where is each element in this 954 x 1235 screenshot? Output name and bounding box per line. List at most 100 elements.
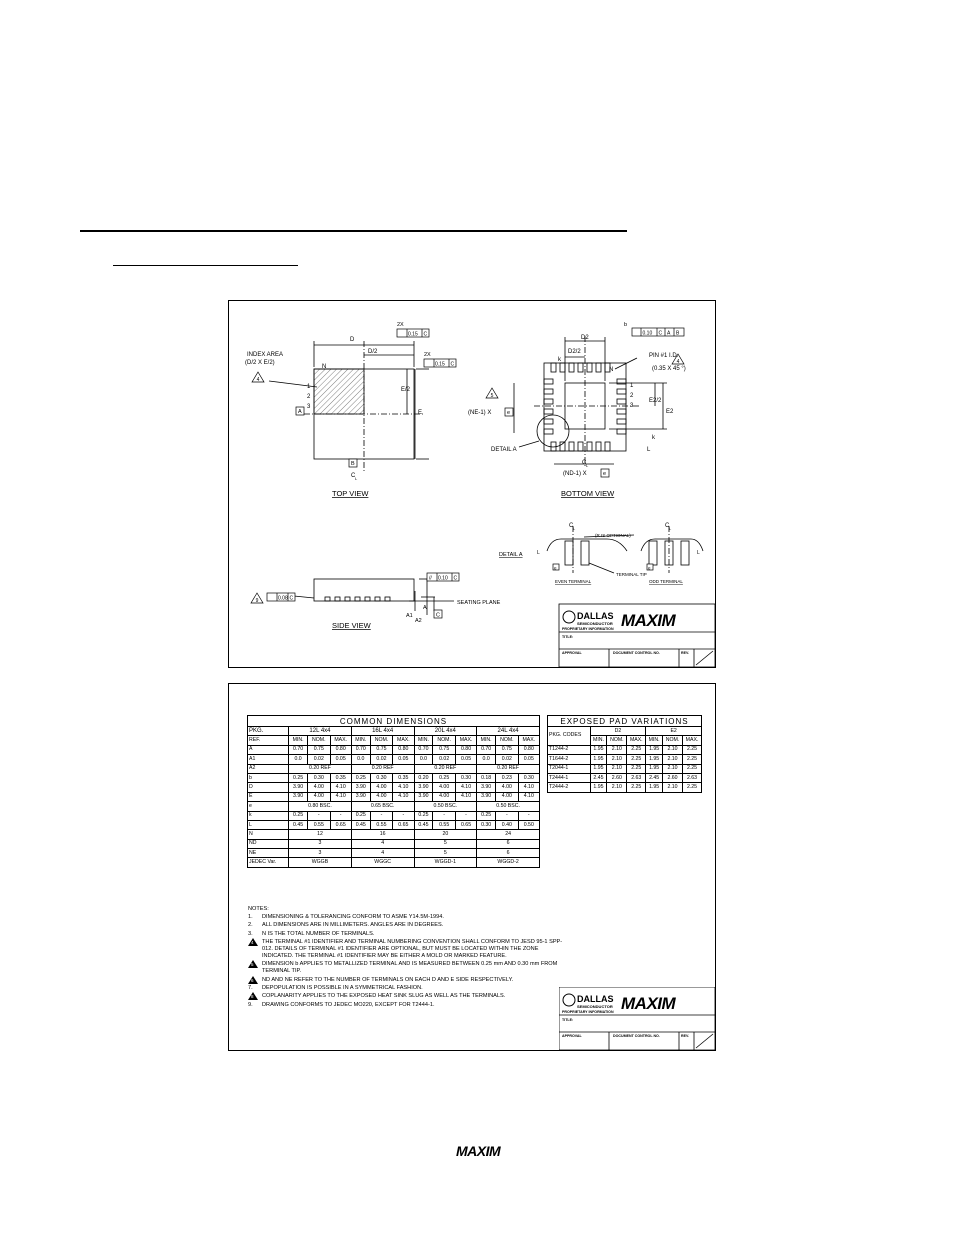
dallas-logo-icon [562, 610, 576, 624]
index-area-sub: (D/2 X E/2) [245, 360, 275, 366]
table-title-row: COMMON DIMENSIONS [247, 715, 540, 727]
note9-triangle [250, 592, 264, 604]
pin1-id-label: PIN #1 I.D. [649, 353, 679, 359]
table-cell: 2.63 [626, 772, 647, 784]
table-cell: 0.25 [288, 810, 309, 821]
note-item: 1.DIMENSIONING & TOLERANCING CONFORM TO … [248, 914, 566, 921]
dim-a1: A1 [406, 613, 413, 619]
table-cell: 0.70 [413, 744, 434, 756]
detail-a-label: DETAIL A [499, 552, 523, 558]
fcf-bottom-d1: C [659, 331, 663, 337]
table-cell: 4 [350, 838, 415, 850]
package-header: 16L 4x4 [350, 725, 415, 737]
dim-d: D [350, 337, 355, 343]
dim-d-half: D/2 [368, 349, 378, 355]
col-head: MIN. [645, 735, 664, 746]
table-cell: 0.25 [413, 810, 434, 821]
table-cell: 2.10 [662, 763, 683, 774]
table-cell: 0.30 [476, 819, 497, 831]
table-cell: 4.00 [369, 782, 394, 793]
title-block [558, 603, 715, 667]
pin1-top: 1 [307, 384, 311, 390]
table-cell: 16 [350, 829, 415, 840]
table-cell: 4.10 [392, 782, 415, 793]
title-label: TITLE: [562, 635, 573, 639]
table-cell: 4.10 [454, 782, 478, 793]
table-cell: 2.25 [626, 744, 647, 756]
table-cell: 0.05 [392, 754, 415, 765]
table-cell: 3.90 [476, 791, 497, 803]
table-cell: 0.80 [392, 744, 415, 756]
table-cell: - [432, 810, 456, 821]
note-text: DEPOPULATION IS POSSIBLE IN A SYMMETRICA… [262, 985, 423, 992]
fcf-top-val: 0.15 [408, 332, 418, 338]
note-triangle-icon: 5 [248, 960, 258, 969]
table-cell: 2.10 [606, 763, 628, 774]
ne-datum: e [507, 410, 510, 416]
table-cell: 0.55 [369, 819, 394, 831]
table-cell: 0.20 REF [350, 763, 415, 774]
col-head: MAX. [392, 735, 415, 746]
table-cell: 0.75 [432, 744, 456, 756]
table-cell: 0.70 [288, 744, 309, 756]
table-cell: 0.75 [369, 744, 394, 756]
table-cell: - [369, 810, 394, 821]
pin1-id-sub: (0.35 X 45 °) [652, 366, 686, 372]
dim-b: b [624, 322, 627, 328]
table-cell: 4.00 [495, 791, 519, 803]
table-cell: 0.50 [517, 819, 541, 831]
table-cell: - [454, 810, 478, 821]
note4-triangle-top [251, 371, 265, 383]
col-head: MAX. [682, 735, 702, 746]
detail-centerline-odd-sub: L [669, 526, 672, 531]
row-ref: k [246, 810, 290, 821]
table-cell: 2.45 [645, 772, 664, 784]
table-cell: 4.10 [329, 791, 352, 803]
table-cell: 0.50 BSC. [476, 801, 540, 812]
note-item: 7.DEPOPULATION IS POSSIBLE IN A SYMMETRI… [248, 985, 566, 992]
table-cell: 0.30 [517, 772, 541, 784]
table-cell: 0.20 REF [413, 763, 478, 774]
table-cell: 0.70 [476, 744, 497, 756]
table-cell: 3 [288, 848, 352, 859]
dallas-logo-sub-2: SEMICONDUCTOR [577, 1004, 613, 1009]
package-header: 12L 4x4 [288, 725, 352, 737]
fcf-top-mult: 2X [397, 322, 404, 328]
dim-k-side: k [652, 435, 656, 441]
table-cell: 0.02 [369, 754, 394, 765]
row-ref: JEDEC Var. [246, 857, 290, 868]
fcf-side-val: 0.15 [435, 362, 445, 368]
ref-label: REF. [246, 735, 290, 746]
table-cell: 4.00 [307, 782, 331, 793]
r-optional-note: (R IS OPTIONAL) [595, 533, 631, 538]
table-cell: 2.10 [662, 744, 683, 756]
centerline-bottom-sub: L [586, 463, 589, 468]
col-head: MIN. [413, 735, 434, 746]
ne-datum-box [504, 407, 514, 417]
detail-l-even: L [537, 550, 540, 556]
fcf-bottom-val: 0.10 [643, 331, 653, 337]
doc-control-label-2: DOCUMENT CONTROL NO. [613, 1034, 660, 1038]
table-cell: 2.60 [662, 772, 683, 784]
dallas-logo-icon-2 [562, 993, 576, 1007]
table-cell: 0.25 [476, 810, 497, 821]
row-ref: A2 [246, 763, 290, 774]
table-cell: 2.25 [626, 782, 647, 793]
table-cell: 0.65 [329, 819, 352, 831]
index-area-hatch [313, 368, 365, 415]
table-cell: 0.55 [307, 819, 331, 831]
col-head: NOM. [495, 735, 519, 746]
title-block-2: DALLAS SEMICONDUCTOR MAXIM PROPRIETARY I… [559, 987, 715, 1050]
table-cell: 1.95 [645, 744, 664, 756]
dim-a: A [423, 605, 427, 611]
proprietary-label: PROPRIETARY INFORMATION [562, 627, 614, 631]
fcf-par-val: 0.10 [438, 576, 448, 582]
note9-num: 9 [256, 598, 259, 604]
